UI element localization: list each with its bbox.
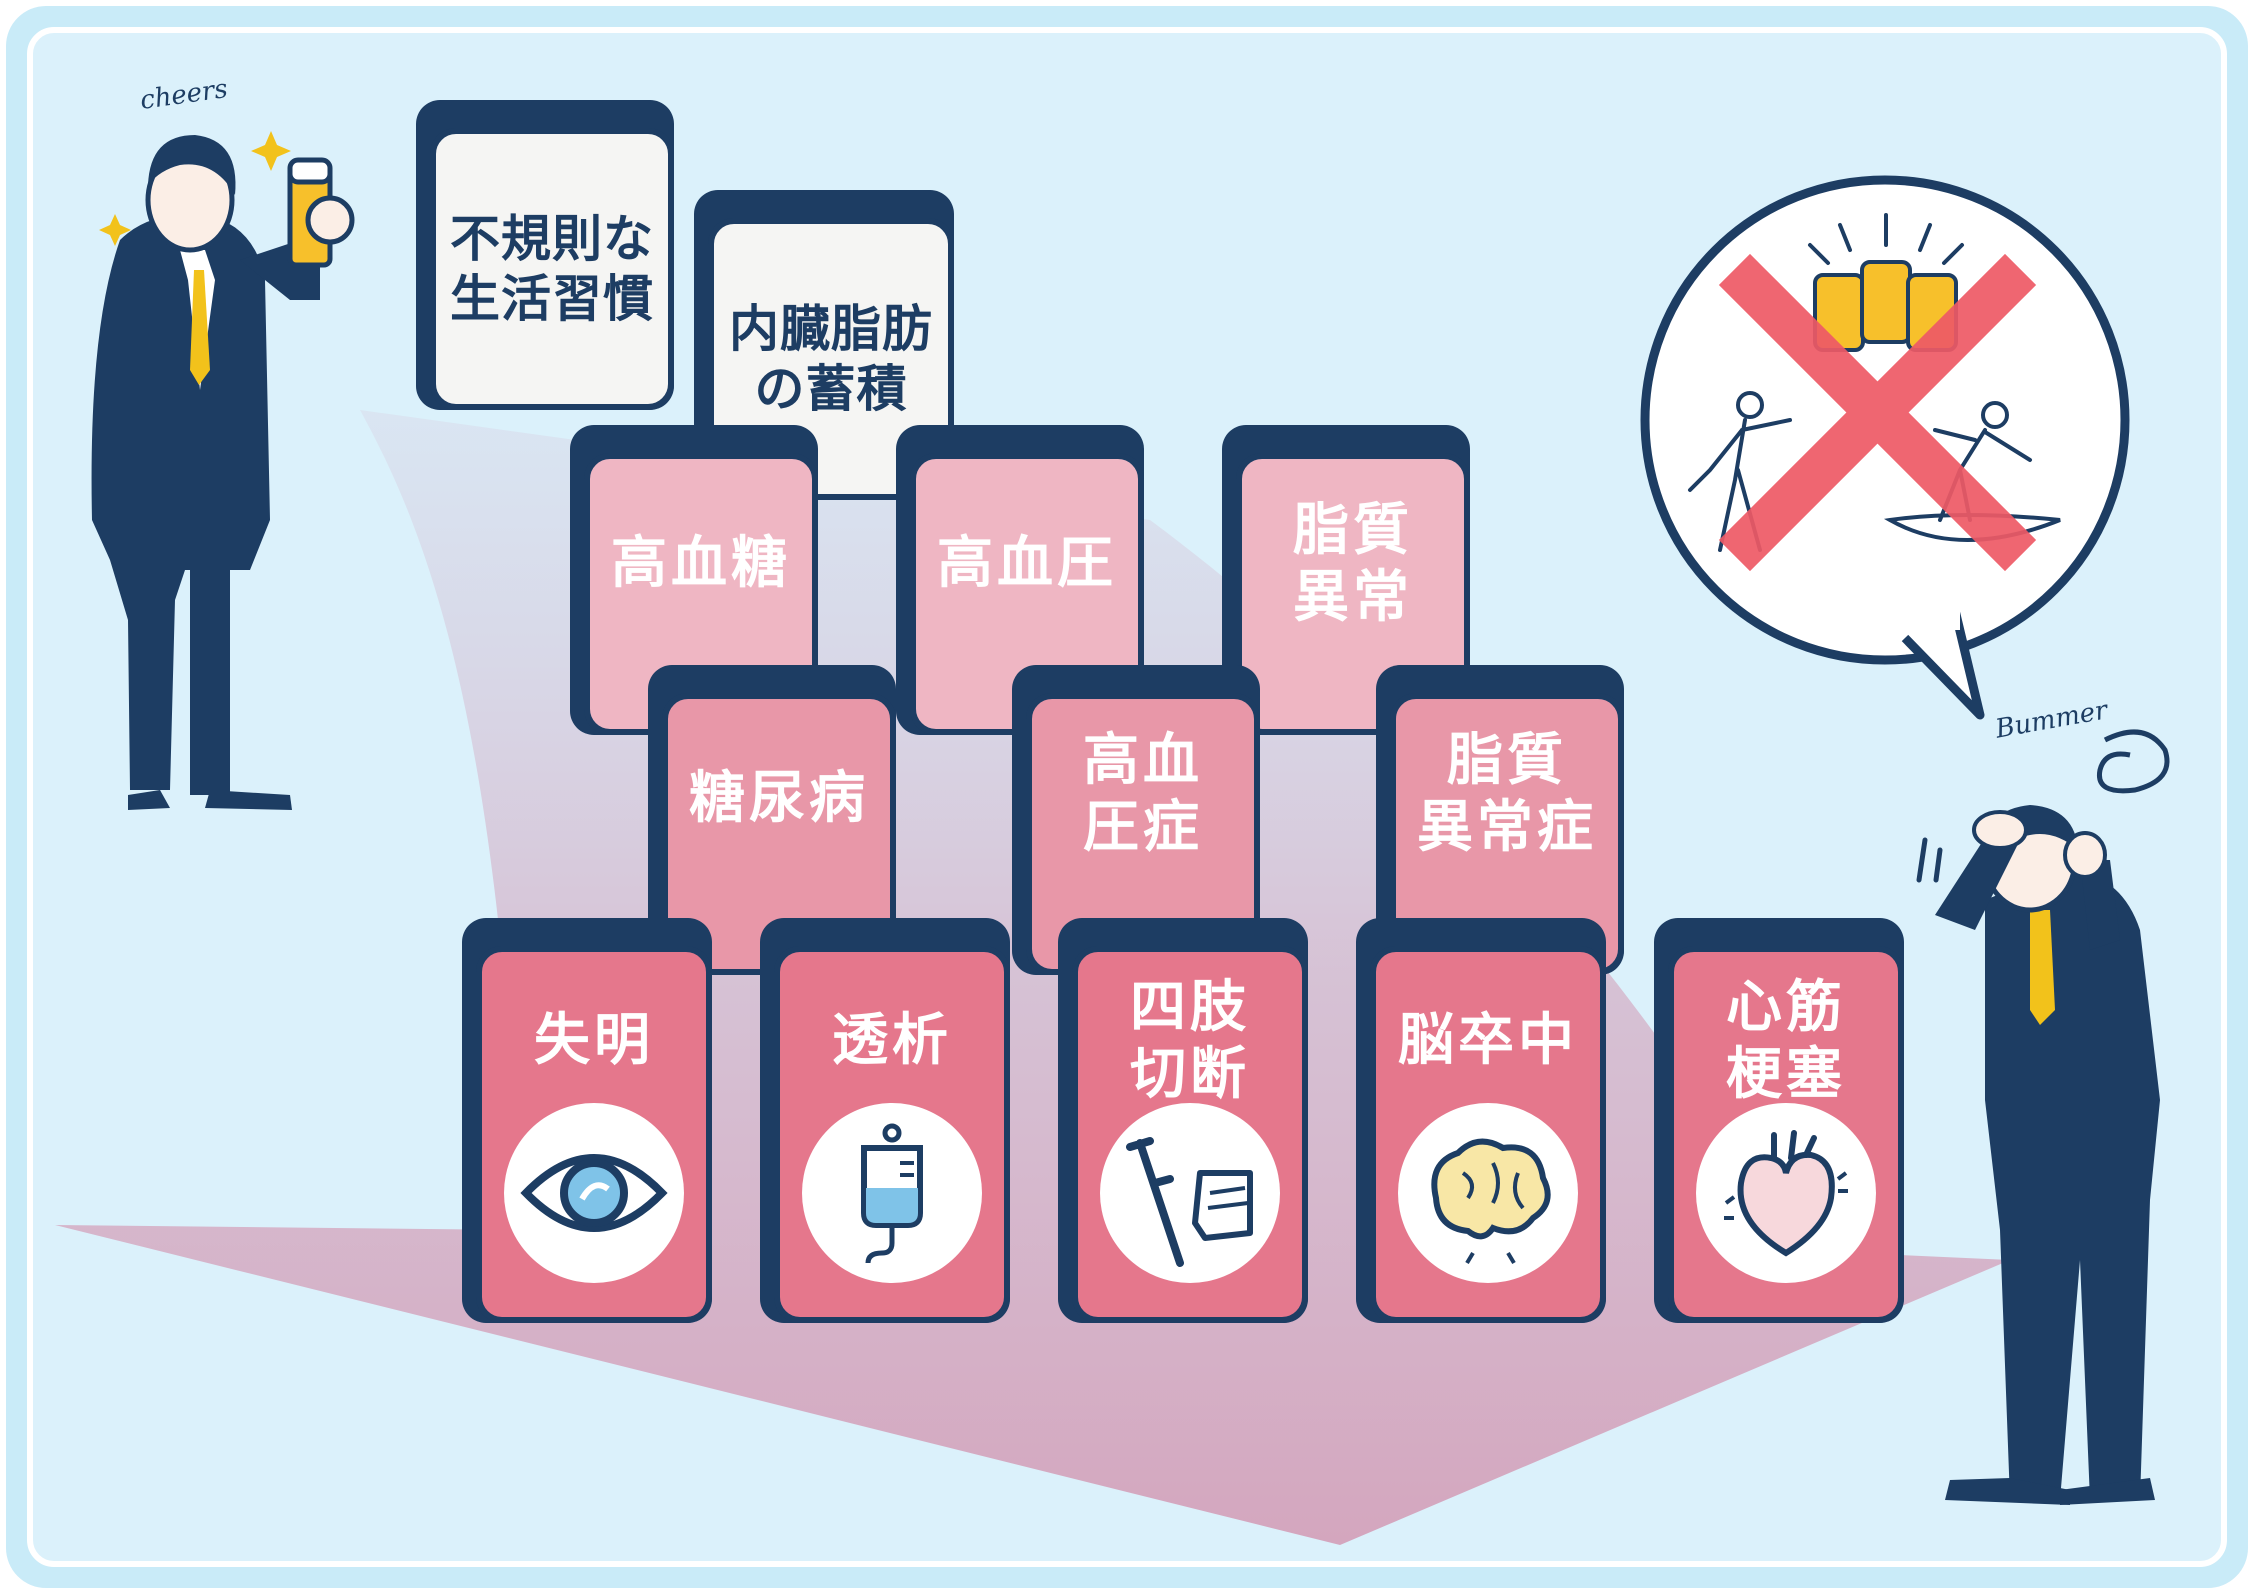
heart-icon [1696, 1103, 1876, 1283]
complication-block-blindness: 失明 [462, 918, 712, 1323]
disease-label: 糖尿病 [689, 766, 869, 832]
condition-label: 高血圧 [937, 531, 1117, 597]
iv-drip-icon [802, 1103, 982, 1283]
beer-toast-icon [1808, 213, 1964, 352]
stressed-businessman-illustration [1916, 729, 2170, 1505]
brain-icon [1398, 1103, 1578, 1283]
complication-block-limb-amputation: 四肢 切断 [1058, 918, 1308, 1323]
eye-icon [504, 1103, 684, 1283]
cheering-businessman-illustration [91, 131, 355, 810]
complication-label: 心筋 [1726, 974, 1846, 1040]
complication-label: 透析 [832, 1008, 952, 1074]
cause-label: 内臓脂肪の蓄積 [729, 300, 933, 418]
condition-label: 脂質 [1293, 497, 1413, 563]
complication-block-myocardial-infarction: 心筋 梗塞 [1654, 918, 1904, 1323]
disease-label: 脂質 [1447, 727, 1567, 793]
condition-label: 異常 [1293, 565, 1413, 630]
cause-label: 不規則な生活習慣 [450, 210, 654, 328]
condition-label: 高血糖 [611, 531, 791, 597]
complication-block-dialysis: 透析 [760, 918, 1010, 1323]
disease-label: 高血 [1083, 727, 1203, 793]
speech-bubble [1640, 175, 2130, 720]
complication-label: 失明 [534, 1008, 654, 1074]
complication-label: 梗塞 [1726, 1042, 1846, 1107]
complication-block-stroke: 脳卒中 [1356, 918, 1606, 1323]
complication-label: 四肢 [1130, 974, 1250, 1040]
cross-mark-icon [1718, 253, 2037, 572]
disease-label: 圧症 [1083, 795, 1203, 860]
complication-label: 脳卒中 [1398, 1008, 1578, 1074]
cause-block-irregular-lifestyle: 不規則な生活習慣 [416, 100, 674, 410]
crutch-cast-icon [1100, 1103, 1280, 1283]
disease-label: 異常症 [1417, 795, 1597, 860]
complication-label: 切断 [1130, 1042, 1250, 1107]
